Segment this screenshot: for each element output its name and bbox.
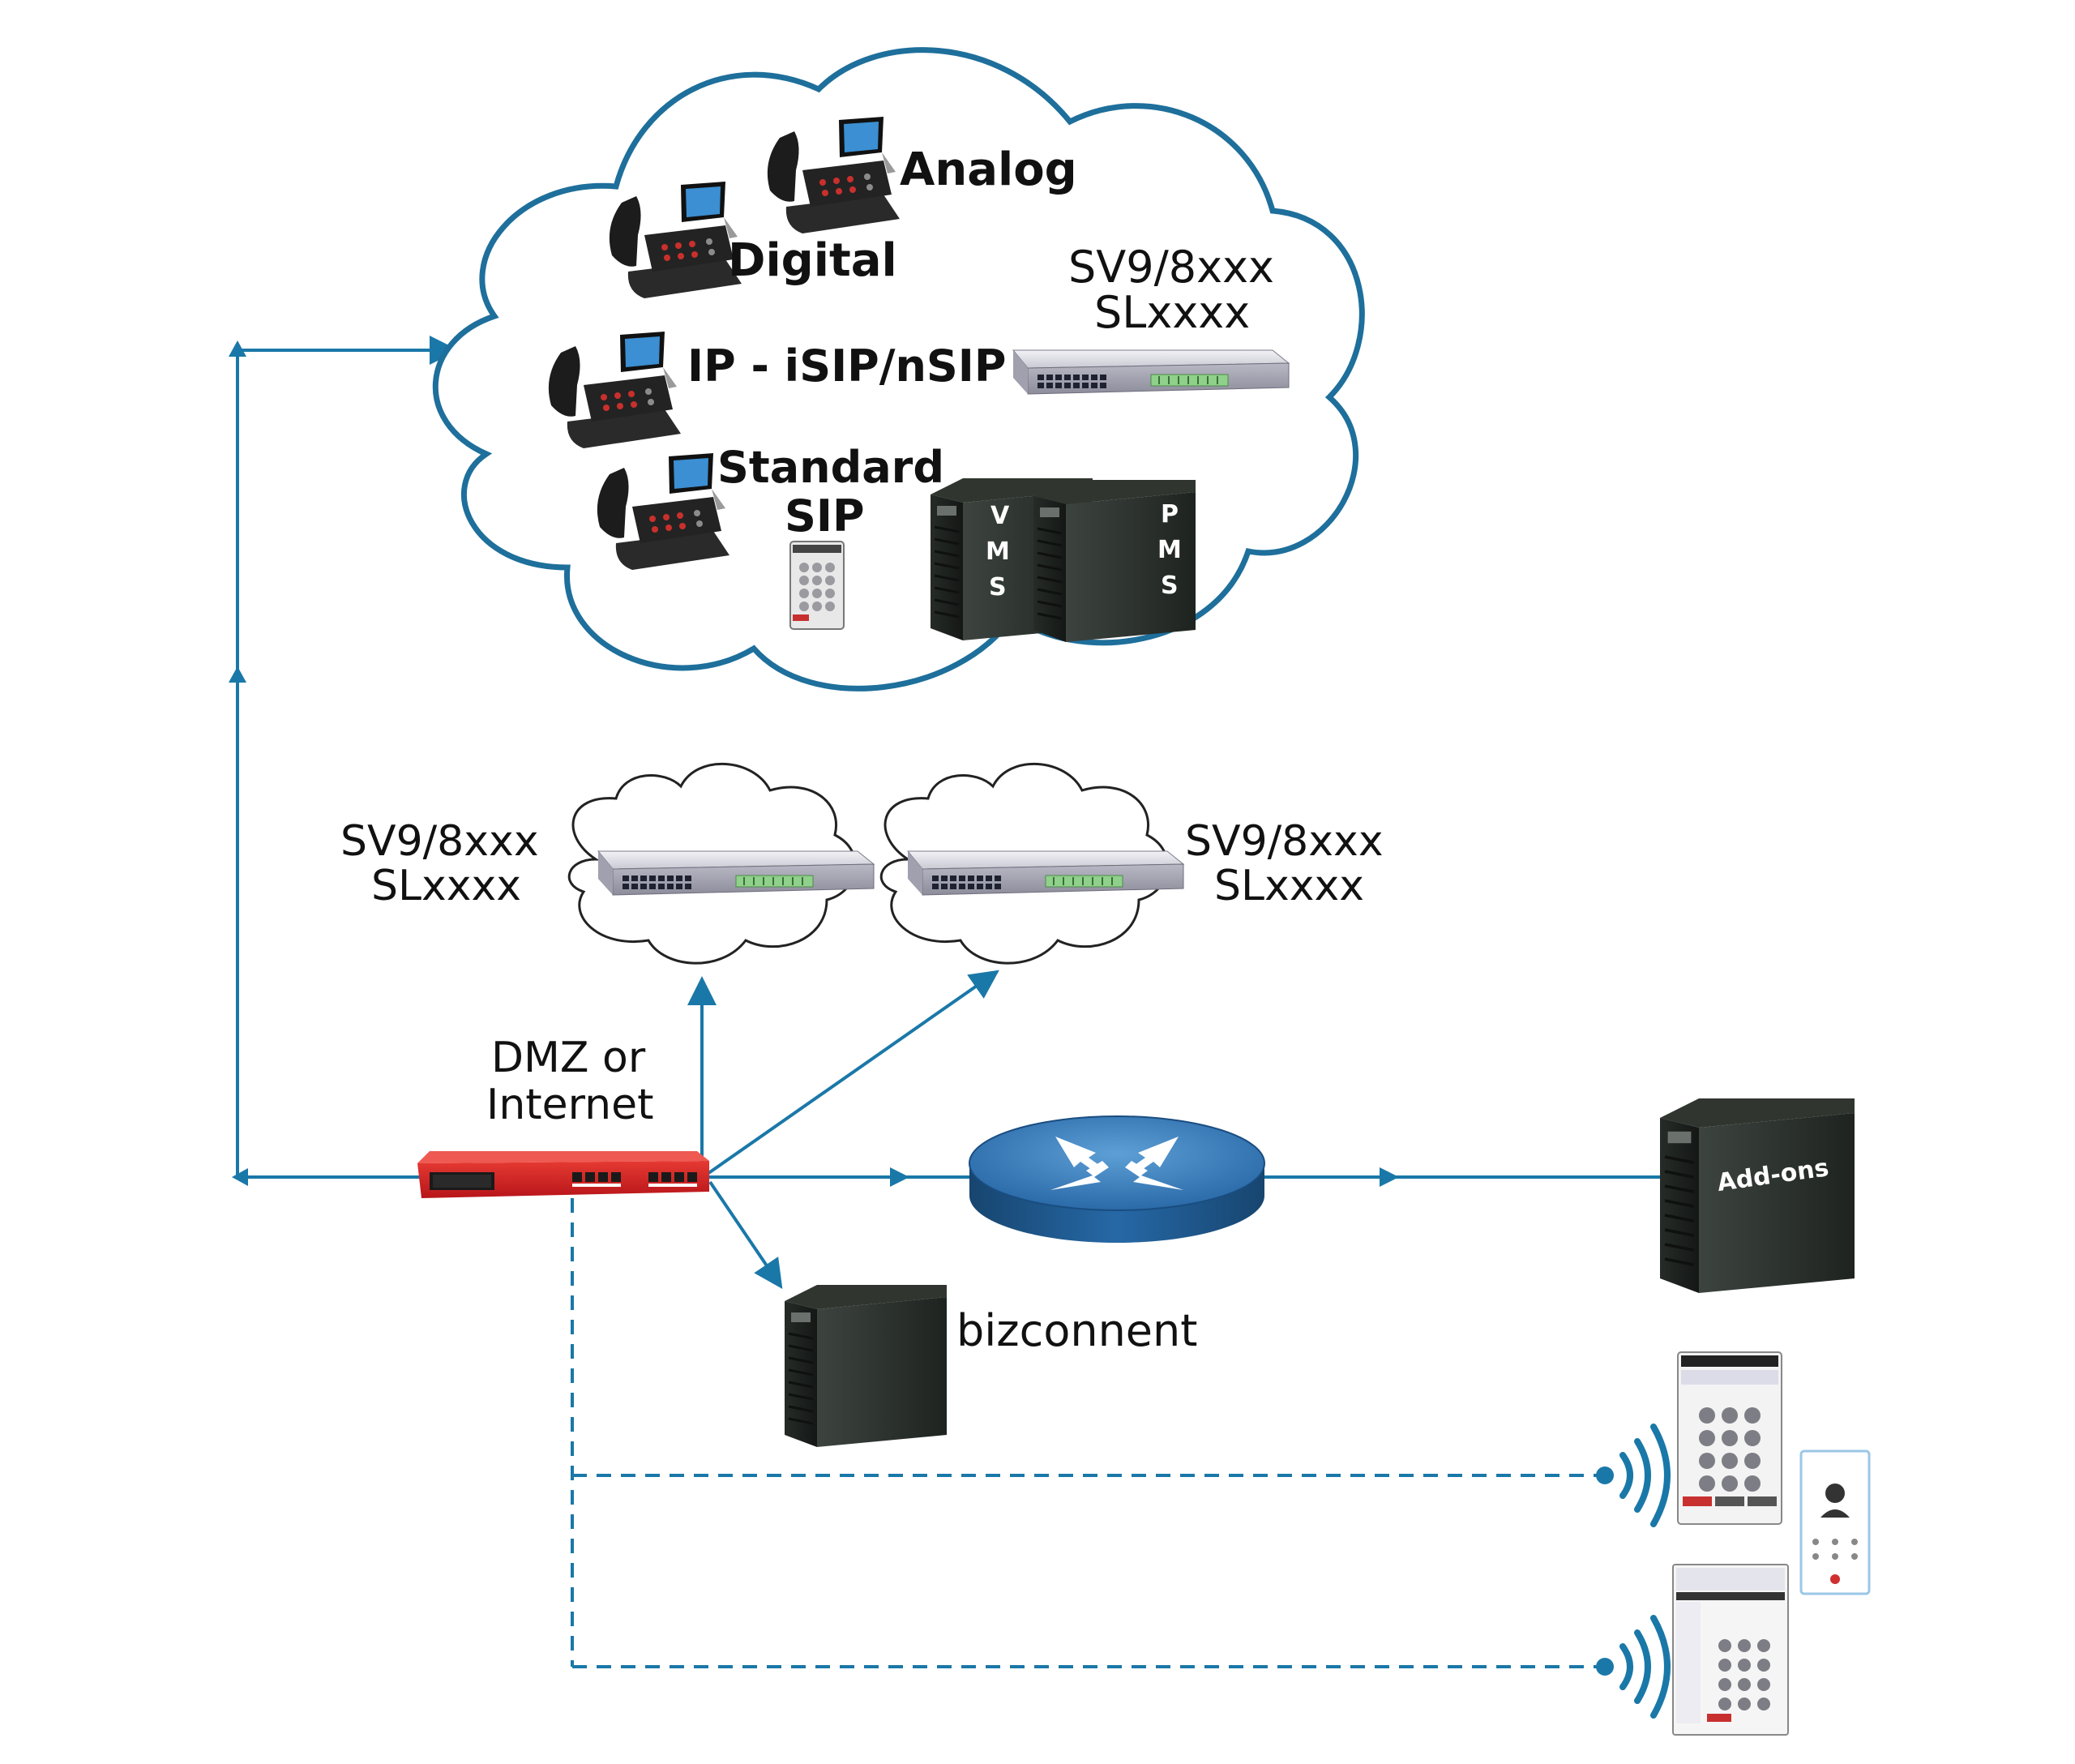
left-cloud-label-line1: SV9/8xxx — [340, 817, 539, 866]
pms-server-icon: P M S — [1032, 478, 1197, 644]
router-icon — [969, 1115, 1265, 1243]
firewall-to-right-cloud-line — [704, 970, 999, 1177]
firewall-icon — [417, 1151, 709, 1198]
standard-sip-label-line2: SIP — [785, 490, 865, 542]
standard-sip-label-line1: Standard — [717, 442, 944, 493]
dashed-wireless-lines — [571, 1198, 1603, 1668]
bizconnent-label: bizconnent — [956, 1305, 1197, 1356]
vms-letter-s: S — [989, 573, 1007, 602]
wireless-icon — [1619, 1615, 1671, 1719]
bizconnent-server-icon — [783, 1283, 948, 1449]
vms-letter-v: V — [990, 502, 1010, 530]
right-cloud-label-line1: SV9/8xxx — [1185, 817, 1384, 866]
router-in-arrowhead — [890, 1167, 909, 1187]
vms-server-icon: V M S — [929, 477, 1094, 642]
switch-icon — [1012, 349, 1290, 395]
switch-icon — [907, 850, 1184, 896]
firewall-to-bizconnent-line — [708, 1180, 783, 1289]
wireless-endpoint-lower — [1596, 1658, 1614, 1676]
vms-letter-m: M — [986, 537, 1010, 566]
analog-label: Analog — [900, 143, 1077, 196]
ip-label: IP - iSIP/nSIP — [687, 340, 1006, 392]
wireless-icon — [1619, 1424, 1671, 1527]
trunk-arrowhead-lower — [229, 666, 246, 683]
trunk-arrowhead-upper — [229, 340, 246, 357]
switch-icon — [597, 850, 875, 896]
wireless-endpoint-upper — [1596, 1466, 1614, 1484]
pms-letter-m: M — [1157, 536, 1182, 564]
cloud-sv-label-line2: SLxxxx — [1094, 287, 1250, 338]
addons-server-icon: Add-ons — [1658, 1097, 1856, 1295]
dmz-label-line1: DMZ or — [491, 1034, 646, 1082]
mobile-softphone-icon — [1677, 1351, 1782, 1525]
softphone-app-icon — [789, 541, 845, 630]
cloud-sv-label-line1: SV9/8xxx — [1068, 242, 1274, 293]
right-cloud-label-line2: SLxxxx — [1214, 862, 1364, 910]
pms-letter-p: P — [1161, 500, 1179, 529]
dmz-label-line2: Internet — [486, 1081, 653, 1129]
pms-letter-s: S — [1161, 572, 1179, 600]
left-cloud-label-line2: SLxxxx — [371, 862, 521, 910]
trunk-left-arrowhead — [232, 1168, 248, 1186]
router-out-arrowhead — [1380, 1167, 1399, 1187]
desktop-softphone-icon — [1672, 1564, 1789, 1736]
mobile-contact-icon — [1799, 1449, 1871, 1595]
connectors — [229, 336, 1671, 1676]
digital-label: Digital — [728, 234, 897, 287]
